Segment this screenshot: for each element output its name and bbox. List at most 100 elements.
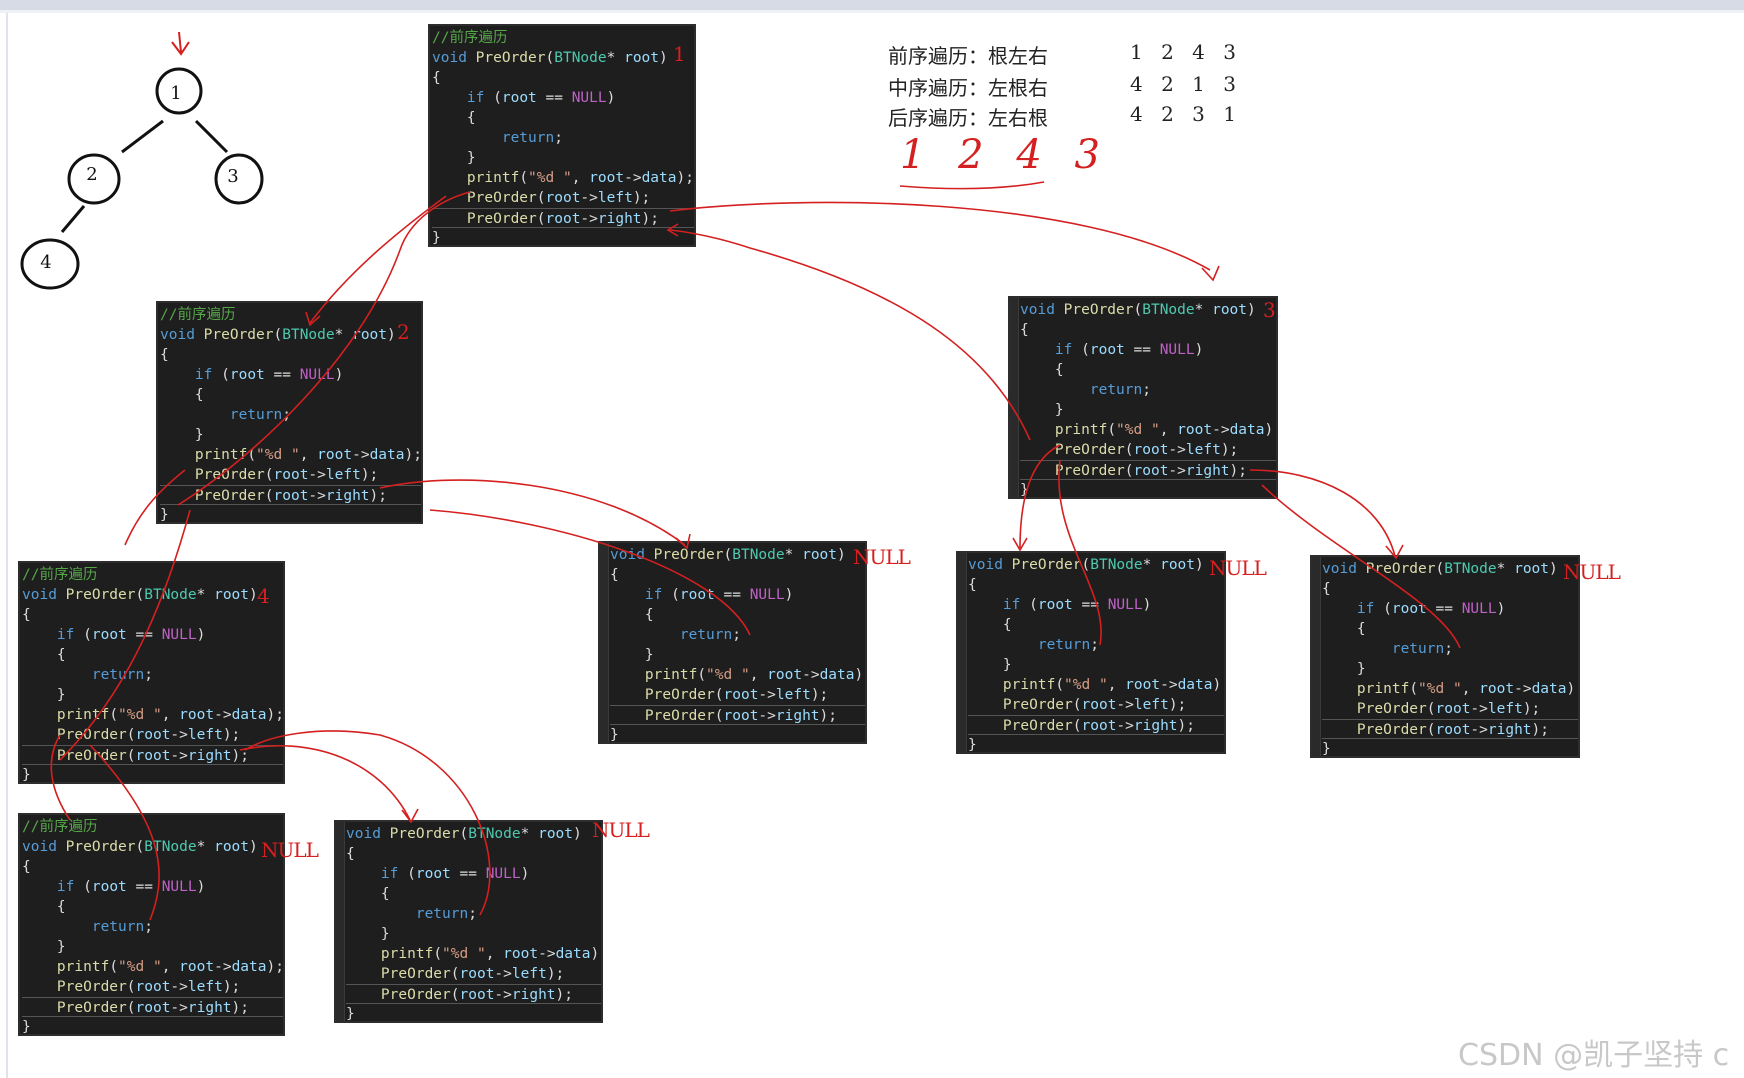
code-preorder-right-line: PreOrder(root->right);: [22, 745, 283, 765]
tree-node-circle-3: [214, 153, 264, 205]
code-brace-close-line: }: [1020, 482, 1029, 498]
code-comment-line: //前序遍历: [432, 30, 508, 46]
code-preorder-left-line: PreOrder(root->left);: [56, 979, 241, 995]
code-panel-null-right-2: void PreOrder(BTNode* root) { if (root ==…: [598, 541, 867, 744]
code-signature-line: void PreOrder(BTNode* root): [160, 327, 396, 343]
code-preorder-right-line: PreOrder(root->right);: [1020, 460, 1276, 480]
code-brace-open-line: {: [22, 607, 31, 623]
code-panel-null-right-4: void PreOrder(BTNode* root) { if (root ==…: [334, 820, 603, 1023]
code-brace-open-line: {: [346, 846, 355, 862]
code-if-line: if (root == NULL): [1356, 601, 1506, 617]
tree-node-label-4: 4: [40, 252, 51, 273]
code-return-line: return;: [91, 667, 153, 683]
window-top-bar-shadow: [0, 10, 1744, 13]
tree-node-label-1: 1: [170, 83, 181, 104]
code-brace-close-line: }: [968, 737, 977, 753]
code-brace-open-inner-line: {: [380, 886, 390, 902]
code-if-line: if (root == NULL): [644, 587, 794, 603]
handwritten-underline: [899, 181, 1045, 190]
code-printf-line: printf("%d ", root->data);: [380, 946, 601, 962]
return-arrow-right-null-to-4: [244, 730, 491, 916]
tree-node-circle-4: [20, 238, 80, 290]
code-preorder-right-line: PreOrder(root->right);: [346, 984, 601, 1004]
code-brace-close-inner-line: }: [56, 939, 66, 955]
call-arrow-2-to-null: [379, 479, 686, 546]
code-printf-line: printf("%d ", root->data);: [194, 447, 422, 463]
code-signature-line: void PreOrder(BTNode* root): [1322, 561, 1558, 577]
arrowhead: [401, 808, 419, 824]
code-brace-open-line: {: [1020, 322, 1029, 338]
code-brace-close-line: }: [610, 727, 619, 743]
code-signature-line: void PreOrder(BTNode* root): [1020, 302, 1256, 318]
tree-edge-2-4: [60, 205, 86, 233]
traversal-name: 中序遍历：左根右: [888, 76, 1048, 100]
code-block: void PreOrder(BTNode* root){ if (root ==…: [1020, 300, 1276, 498]
root-pointer-arrow: [171, 31, 190, 56]
code-printf-line: printf("%d ", root->data);: [56, 959, 284, 975]
code-brace-close-inner-line: }: [644, 647, 654, 663]
code-preorder-left-line: PreOrder(root->left);: [1054, 442, 1239, 458]
null-label-right-3: NULL: [1563, 560, 1621, 584]
code-preorder-right-line: PreOrder(root->right);: [610, 705, 865, 725]
call-label-3: 3: [1263, 298, 1276, 322]
code-if-line: if (root == NULL): [194, 367, 344, 383]
code-return-line: return;: [415, 906, 477, 922]
call-arrow-1-to-3: [669, 201, 1211, 271]
arrowhead: [666, 223, 679, 237]
code-brace-close-line: }: [22, 1019, 31, 1035]
code-brace-close-line: }: [346, 1006, 355, 1022]
return-arrow-2-to-1: [177, 191, 471, 506]
code-if-line: if (root == NULL): [56, 627, 206, 643]
code-preorder-left-line: PreOrder(root->left);: [194, 467, 379, 483]
code-if-line: if (root == NULL): [380, 866, 530, 882]
arrowhead: [1385, 544, 1404, 560]
return-arrow-null-to-2: [429, 509, 751, 636]
code-preorder-right-line: PreOrder(root->right);: [968, 715, 1224, 735]
code-return-line: return;: [501, 130, 563, 146]
null-label-right-4: NULL: [592, 818, 650, 842]
arrowhead: [305, 311, 321, 327]
code-signature-line: void PreOrder(BTNode* root): [346, 826, 582, 842]
return-arrow-4-to-2: [59, 509, 191, 761]
arrowhead: [1201, 265, 1220, 282]
code-brace-close-line: }: [22, 767, 31, 783]
arrowhead: [675, 533, 691, 550]
code-brace-open-line: {: [1322, 581, 1331, 597]
code-brace-open-inner-line: {: [1002, 617, 1012, 633]
code-brace-close-line: }: [432, 230, 441, 246]
call-arrow-4-left-null: [50, 734, 71, 821]
code-preorder-left-line: PreOrder(root->left);: [1002, 697, 1187, 713]
code-brace-close-inner-line: }: [56, 687, 66, 703]
code-printf-line: printf("%d ", root->data);: [1356, 681, 1578, 697]
code-signature-line: void PreOrder(BTNode* root): [432, 50, 668, 66]
code-block: void PreOrder(BTNode* root){ if (root ==…: [968, 555, 1224, 753]
null-label-left-4: NULL: [261, 838, 319, 862]
code-brace-open-inner-line: {: [466, 110, 476, 126]
code-signature-line: void PreOrder(BTNode* root): [22, 587, 258, 603]
call-label-2: 2: [397, 320, 410, 344]
code-signature-line: void PreOrder(BTNode* root): [610, 547, 846, 563]
csdn-watermark: CSDN @凯子坚持 c: [1458, 1038, 1730, 1073]
code-brace-close-line: }: [1322, 741, 1331, 757]
return-arrow-4-left-null: [89, 744, 160, 921]
code-preorder-left-line: PreOrder(root->left);: [644, 687, 829, 703]
editor-gutter: [958, 553, 967, 752]
tree-node-label-2: 2: [86, 164, 97, 185]
editor-gutter: [336, 822, 345, 1021]
editor-gutter: [600, 543, 609, 742]
code-brace-open-inner-line: {: [56, 899, 66, 915]
handwritten-preorder-result: 1 2 4 3: [900, 132, 1110, 178]
code-panel-call-1: //前序遍历 void PreOrder(BTNode* root) { if (r…: [428, 24, 696, 247]
code-brace-open-line: {: [610, 567, 619, 583]
code-return-line: return;: [1391, 641, 1453, 657]
code-block: void PreOrder(BTNode* root) { if (root ==…: [1322, 559, 1578, 757]
call-arrow-3-to-left-null: [1019, 444, 1061, 549]
null-label-right-2: NULL: [853, 545, 911, 569]
code-if-line: if (root == NULL): [466, 90, 616, 106]
code-brace-close-inner-line: }: [380, 926, 390, 942]
code-signature-line: void PreOrder(BTNode* root): [968, 557, 1204, 573]
code-return-line: return;: [1089, 382, 1151, 398]
code-brace-open-line: {: [968, 577, 977, 593]
